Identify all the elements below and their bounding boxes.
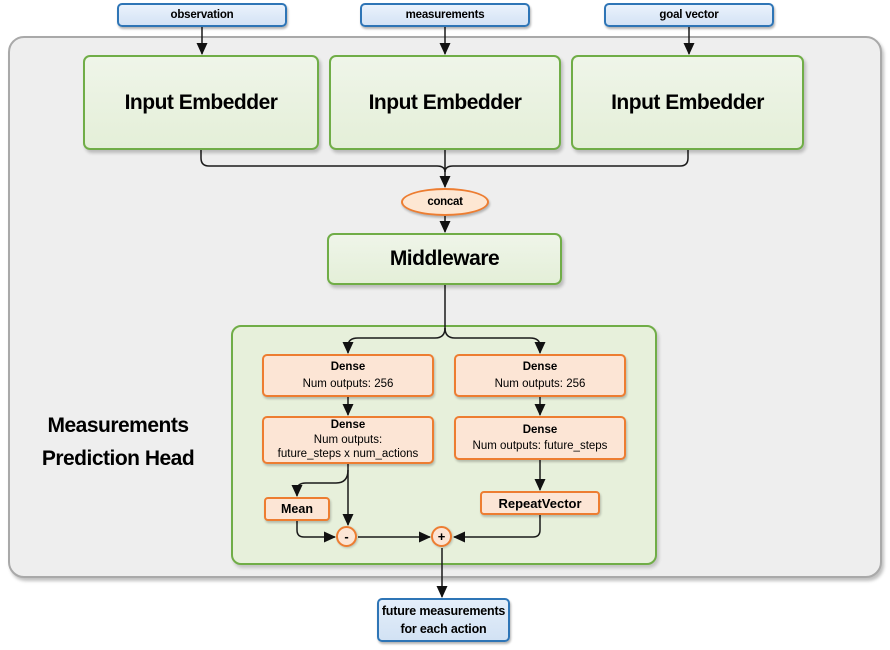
dense-left-2-title: Dense [330,418,366,431]
dense-left-2: Dense Num outputs: future_steps x num_ac… [262,416,434,464]
input-chip-measurements-label: measurements [405,9,485,21]
input-embedder-label-3: Input Embedder [611,90,764,114]
input-chip-observation: observation [117,3,287,27]
input-embedder-box-1: Input Embedder [83,55,319,150]
input-chip-goal-vector: goal vector [604,3,774,27]
concat-label: concat [427,196,463,208]
mean-box: Mean [264,497,330,521]
output-box: future measurements for each action [377,598,510,642]
dense-left-1: Dense Num outputs: 256 [262,354,434,397]
plus-node: + [431,526,452,547]
output-label-line2: for each action [400,622,487,636]
input-embedder-label-1: Input Embedder [124,90,278,114]
dense-left-2-subtitle-1: Num outputs: [313,433,383,446]
input-chip-observation-label: observation [170,9,234,21]
middleware-box: Middleware [327,233,562,285]
repeat-vector-box: RepeatVector [480,491,600,515]
input-embedder-label-2: Input Embedder [368,90,522,114]
dense-right-2: Dense Num outputs: future_steps [454,416,626,460]
dense-left-1-subtitle: Num outputs: 256 [302,377,394,390]
concat-ellipse: concat [401,188,489,216]
repeat-vector-label: RepeatVector [498,495,582,511]
minus-label: - [344,529,349,544]
dense-right-1-subtitle: Num outputs: 256 [494,377,586,390]
prediction-head-label-line2: Prediction Head [41,446,195,470]
input-chip-goal-vector-label: goal vector [659,9,719,21]
minus-node: - [336,526,357,547]
dense-left-2-subtitle-2: future_steps x num_actions [277,448,419,461]
output-label-line1: future measurements [381,603,506,618]
middleware-label: Middleware [389,247,500,270]
input-embedder-box-2: Input Embedder [329,55,561,150]
dense-right-2-subtitle: Num outputs: future_steps [472,440,608,452]
dense-right-1: Dense Num outputs: 256 [454,354,626,397]
prediction-head-label-line1: Measurements [47,414,189,437]
mean-label: Mean [281,502,313,516]
plus-label: + [437,529,446,544]
dense-right-2-title: Dense [522,423,558,436]
dense-left-1-title: Dense [330,361,366,374]
prediction-head-label: Measurements Prediction Head [18,410,218,475]
dense-right-1-title: Dense [522,361,558,374]
input-chip-measurements: measurements [360,3,530,27]
input-embedder-box-3: Input Embedder [571,55,804,150]
